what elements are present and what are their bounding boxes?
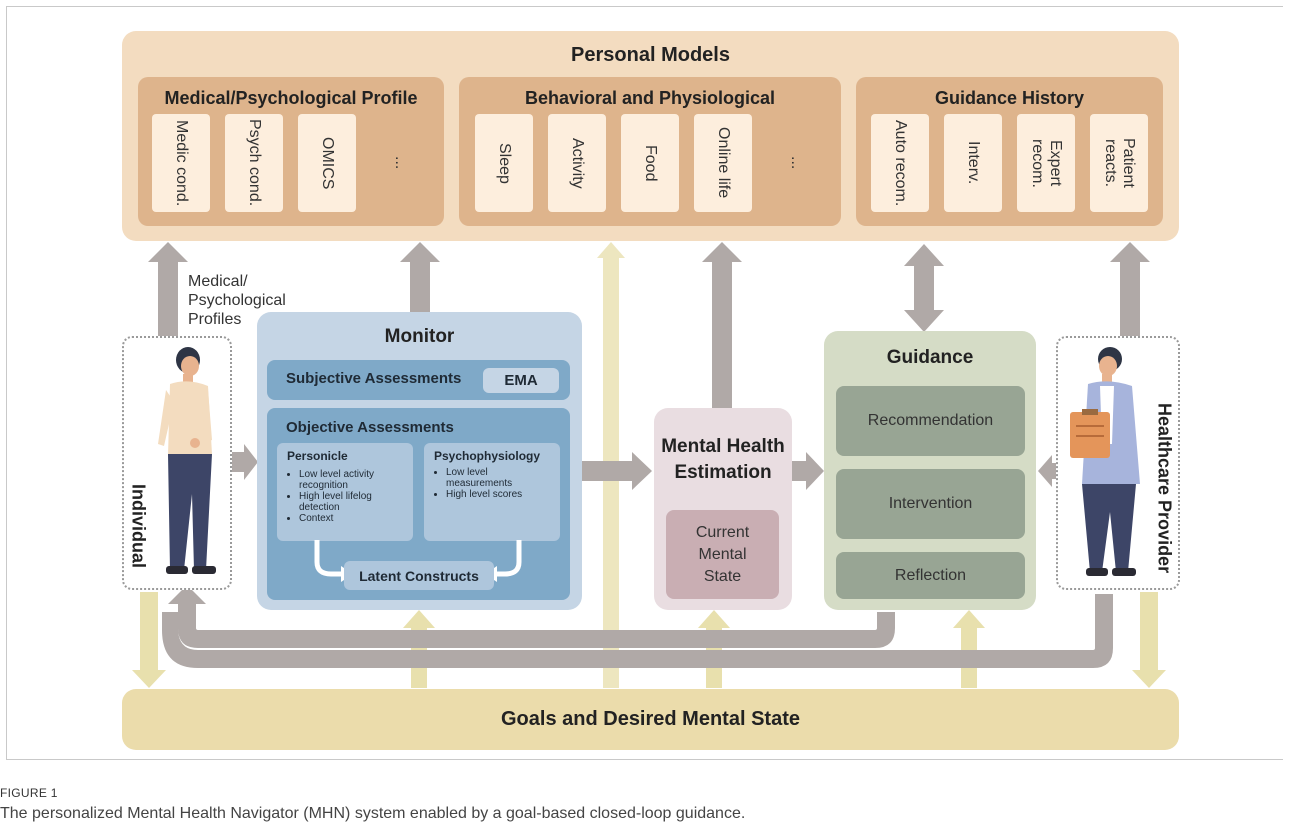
individual-label: Individual — [128, 483, 149, 568]
personicle-bullet: Context — [299, 513, 407, 524]
goals-panel: Goals and Desired Mental State — [122, 689, 1179, 750]
current-mental-state-box: Current Mental State — [666, 510, 779, 599]
arrow-monitor-to-models — [400, 242, 440, 312]
arrow-individual-to-goals — [132, 592, 166, 688]
personicle-box: Personicle Low level activity recognitio… — [277, 443, 413, 541]
models-item-food: Food — [621, 114, 679, 212]
monitor-title: Monitor — [384, 326, 455, 347]
models-item-activity: Activity — [548, 114, 606, 212]
personicle-list: Low level activity recognition High leve… — [287, 469, 407, 524]
objective-title: Objective Assessments — [286, 419, 454, 436]
gray-arrows — [148, 242, 1150, 668]
arrow-goals-to-monitor — [403, 610, 435, 688]
models-item-ellipsis-2: ... — [788, 156, 805, 170]
ema-tag: EMA — [483, 368, 559, 393]
models-item-interv: Interv. — [944, 114, 1002, 212]
provider-label: Healthcare Provider — [1154, 402, 1175, 574]
psychophysiology-box: Psychophysiology Low level measurements … — [424, 443, 560, 541]
arrow-provider-to-models — [1110, 242, 1150, 336]
models-item-patient-reacts: Patient reacts. — [1090, 114, 1148, 212]
models-item-omics: OMICS — [298, 114, 356, 212]
arrow-individual-to-models — [148, 242, 188, 336]
guidance-item-recommendation: Recommendation — [836, 386, 1025, 456]
subjective-title: Subjective Assessments — [286, 370, 462, 387]
arrow-monitor-to-mhe — [582, 452, 652, 490]
models-item-ellipsis-1: ... — [392, 156, 409, 170]
arrow-goals-to-guidance — [953, 610, 985, 688]
models-item-online-life: Online life — [694, 114, 752, 212]
mhe-title: Mental Health Estimation — [661, 436, 785, 483]
guidance-title: Guidance — [886, 347, 974, 368]
profiles-side-label: Medical/ Psychological Profiles — [188, 273, 286, 328]
guidance-item-intervention: Intervention — [836, 469, 1025, 539]
behavioral-title: Behavioral and Physiological — [524, 87, 776, 108]
individual-person-icon — [158, 347, 216, 574]
psychophysiology-bullet: High level scores — [446, 489, 556, 500]
models-item-psych-cond: Psych cond. — [225, 114, 283, 212]
provider-person-icon — [1070, 347, 1140, 576]
guidance-item-reflection: Reflection — [836, 552, 1025, 599]
psychophysiology-bullet: Low level measurements — [446, 467, 556, 489]
personicle-bullet: High level lifelog detection — [299, 491, 407, 513]
personal-models-title: Personal Models — [571, 43, 730, 66]
models-item-sleep: Sleep — [475, 114, 533, 212]
psychophysiology-title: Psychophysiology — [434, 449, 541, 463]
figure-caption: The personalized Mental Health Navigator… — [0, 805, 746, 822]
arrow-guidance-models-bidir — [904, 244, 944, 332]
arrow-provider-to-goals — [1132, 592, 1166, 688]
personicle-bullet: Low level activity recognition — [299, 469, 407, 491]
latent-constructs-box: Latent Constructs — [344, 561, 494, 590]
feedback-loop-arrow — [162, 585, 1113, 668]
arrow-goals-to-mhe — [698, 610, 730, 688]
personicle-title: Personicle — [287, 449, 348, 463]
models-item-expert-recom: Expert recom. — [1017, 114, 1075, 212]
arrow-mhe-to-guidance — [792, 452, 824, 490]
psychophysiology-list: Low level measurements High level scores — [434, 467, 556, 500]
yellow-arrows — [132, 242, 1166, 688]
guidance-history-title: Guidance History — [934, 87, 1085, 108]
figure-label: FIGURE 1 — [0, 786, 58, 800]
models-item-auto-recom: Auto recom. — [871, 114, 929, 212]
arrow-mhe-to-models — [702, 242, 742, 408]
arrow-individual-to-monitor — [232, 444, 258, 480]
models-item-medic-cond: Medic cond. — [152, 114, 210, 212]
medical-profile-title: Medical/Psychological Profile — [164, 87, 418, 108]
